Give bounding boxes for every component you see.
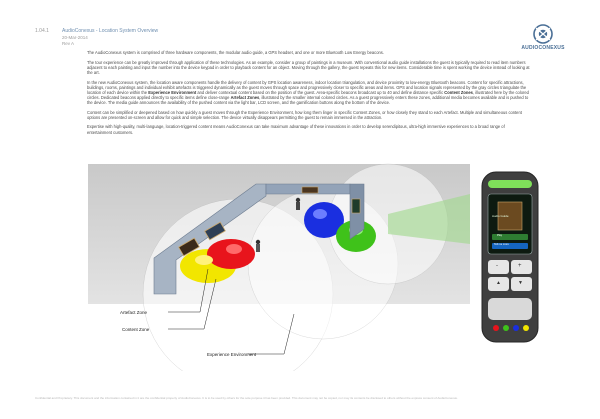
- painting: [301, 186, 319, 194]
- visitor-figure: [295, 197, 301, 210]
- section-number: 1.04.1: [35, 28, 49, 34]
- audio-guide-device: [481, 171, 539, 343]
- device-up-button[interactable]: ▲: [496, 280, 501, 286]
- paragraph-content: Content can be simplified or deepened ba…: [87, 109, 522, 120]
- device-screen-button-play[interactable]: Play: [497, 234, 503, 237]
- device-screen-button-more[interactable]: Tell me more: [494, 243, 509, 246]
- audioconexus-logo: AUDIOCONEXUS: [521, 24, 565, 54]
- device-button: [488, 260, 509, 274]
- painting: [178, 237, 200, 257]
- paragraph-system: In the new AudioConexus system, the loca…: [87, 79, 529, 105]
- artefact-zone-red: [226, 244, 242, 254]
- device-plus-button[interactable]: +: [518, 263, 522, 269]
- document-title: AudioConexus - Location System Overview: [62, 28, 159, 34]
- document-revision: Rev A: [62, 41, 75, 46]
- artefact-zone-blue: [313, 209, 327, 219]
- paragraph-example: The tour experience can be greatly impro…: [87, 59, 530, 75]
- device-button: [488, 277, 509, 291]
- painting: [204, 221, 226, 241]
- device-screen-title: Audio Guide: [492, 214, 509, 218]
- leader-line: [168, 278, 217, 330]
- artefact-zone-yellow: [195, 255, 213, 265]
- leader-line: [168, 268, 209, 313]
- body-text: The AudioConexus system is comprised of …: [87, 50, 530, 139]
- visitor-figure: [255, 239, 261, 252]
- device-minus-button[interactable]: -: [496, 263, 498, 269]
- experience-environment-label: Experience Environment: [207, 352, 257, 357]
- logo-mark-icon: [533, 24, 553, 44]
- footer-disclaimer: Confidential and Proprietary. This docum…: [35, 396, 458, 400]
- paragraph-intro: The AudioConexus system is comprised of …: [87, 50, 384, 55]
- content-zone-red: [207, 239, 255, 269]
- content-zone-label: Content Zone: [122, 327, 150, 332]
- content-zone-green: [336, 220, 376, 252]
- device-button: [511, 260, 532, 274]
- content-zone-blue: [304, 202, 344, 238]
- document-date: 20-Mar-2014: [62, 35, 88, 40]
- artefact-zone-label: Artefact Zone: [120, 310, 148, 315]
- location-system-diagram: [88, 163, 470, 371]
- device-button: [511, 277, 532, 291]
- device-down-button[interactable]: ▼: [518, 280, 523, 286]
- paragraph-expertise: Expertise with high-quality, multi-langu…: [87, 124, 505, 135]
- logo-text: AUDIOCONEXUS: [521, 45, 565, 51]
- leader-line: [248, 313, 295, 355]
- painting: [351, 198, 361, 214]
- light-bar: [488, 180, 532, 188]
- signal-beam: [388, 194, 470, 244]
